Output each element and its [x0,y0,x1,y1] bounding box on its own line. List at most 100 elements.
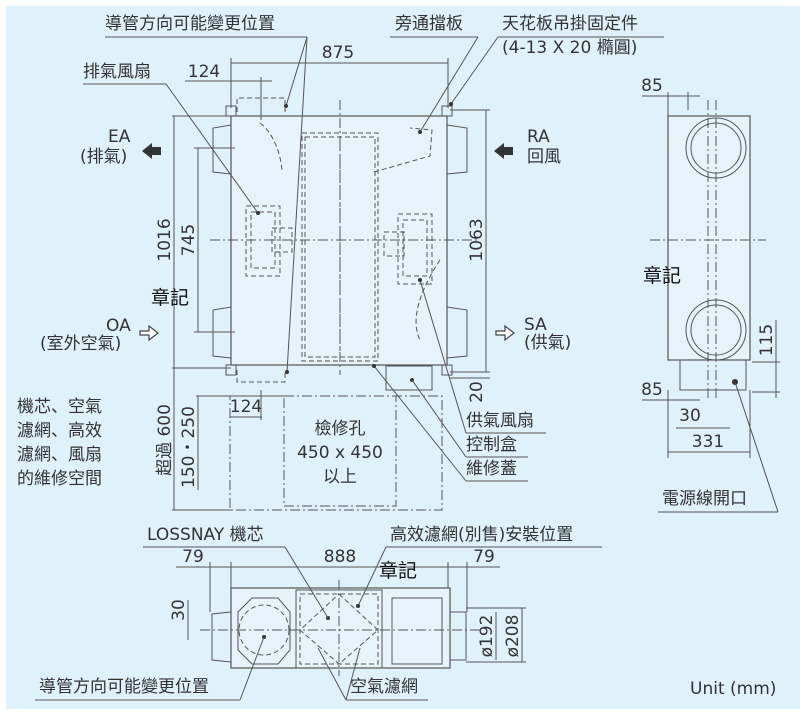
leader-control [411,379,467,458]
leader-dot [449,102,453,106]
oa-port [212,306,232,359]
core-diamond [299,593,379,665]
duct-change-bottom [236,370,286,383]
supply-fan-box [397,213,433,285]
leader-dot [256,211,260,215]
dim-124-top: 124 [188,62,220,82]
side-view-body [667,115,751,361]
leader-dot [356,604,360,608]
leader-exhaust [165,83,259,214]
label-hepa-position: 高效濾網(別售)安裝位置 [390,525,573,545]
sa-code: SA [524,315,547,335]
leader-cover [373,365,467,482]
leader-core [284,546,329,619]
leader-dot [372,364,376,368]
air-path-curve [259,122,283,171]
ra-code: RA [527,127,550,147]
oa-code: OA [106,316,131,336]
label-power-opening: 電源線開口 [662,489,747,509]
front-port-right [450,611,467,661]
inspection-hole-line1: 檢修孔 [315,419,366,439]
dim-1063: 1063 [467,218,487,261]
stamp-front-view: 章記 [379,560,417,582]
leader-supply [419,279,467,434]
air-path-curve-2 [415,259,441,341]
dim-79-right: 79 [473,547,495,567]
control-box-outline [385,365,433,391]
sa-port [446,306,468,359]
front-port-left [211,611,232,663]
label-maintenance-cover: 維修蓋 [466,459,517,479]
exhaust-fan-box [245,205,281,277]
front-view-body [230,587,451,669]
leader-filter-2 [345,647,361,701]
dim-space-over: 超過 600 [155,404,175,476]
sa-arrow-icon [495,324,515,342]
hanger-br [441,364,453,376]
dim-d208: ø208 [503,615,523,658]
dim-331: 331 [692,432,724,452]
hanger-bl [225,364,237,376]
leader-hepa [357,546,387,607]
dim-30: 30 [679,406,701,426]
oa-name: (室外空氣) [40,334,121,354]
ra-port [446,124,468,175]
dim-85-top: 85 [641,76,663,96]
label-duct-direction-front: 導管方向可能變更位置 [39,677,209,697]
exhaust-fan-inner [250,211,276,269]
leader-duct-2 [286,36,308,373]
dim-888: 888 [324,547,356,567]
dim-124-bottom: 124 [230,397,262,417]
sa-name: (供氣) [524,333,571,353]
stamp-side-view: 章記 [643,265,681,287]
fan-octagon [237,597,291,665]
leader-filter-1 [317,647,347,701]
ea-code: EA [108,127,131,147]
hanger-tr [441,105,453,117]
maintenance-space [229,395,443,511]
dim-space-range: 150・250 [179,406,199,488]
exhaust-fan-motor [271,227,293,253]
label-core: LOSSNAY 機芯 [147,525,264,545]
supply-fan-motor [383,231,405,257]
front-view: 79 888 79 30 ø192 ø208 LOSSNAY 機芯 高效濾網(別… [35,525,602,701]
leader-duct-front [239,636,265,701]
inspection-hole-line3: 以上 [323,467,357,487]
label-duct-direction-top: 導管方向可能變更位置 [105,14,275,34]
maintenance-space-line1: 機芯、空氣 [17,397,102,417]
maintenance-space-line3: 濾網、風扇 [17,445,102,465]
label-ceiling-hanger: 天花板吊掛固定件 [502,14,638,34]
label-ceiling-hanger-spec: (4-13 X 20 橢圓) [502,38,637,58]
dim-85-bottom: 85 [641,380,663,400]
supply-fan-inner [402,219,428,277]
label-supply-fan: 供氣風扇 [466,411,534,431]
leader-hanger [450,36,499,105]
inspection-hole-line2: 450 x 450 [297,443,383,463]
leader-dot [418,278,422,282]
hepa-box [391,597,443,665]
leader-dot [418,130,422,134]
dim-1016: 1016 [155,218,175,261]
dim-875: 875 [322,43,354,63]
fan-circle [238,604,290,656]
stamp-top-view: 章記 [151,287,189,309]
dim-d192: ø192 [477,615,497,658]
maintenance-space-line4: 的維修空間 [17,469,102,489]
leader-dot [285,370,289,374]
ra-arrow-icon [494,143,513,159]
unit-note: Unit (mm) [690,679,776,699]
top-view: 檢修孔 450 x 450 以上 875 124 124 1016 745 超過… [17,14,664,511]
leader-power [734,381,779,513]
dim-30-front: 30 [169,599,189,621]
dim-79-left: 79 [182,547,204,567]
leader-dot [284,104,288,108]
leader-bypass [419,36,479,133]
dim-745: 745 [179,224,199,256]
side-view: 85 85 30 331 115 電源線開口 章記 [641,76,780,513]
dim-115: 115 [757,324,777,356]
leader-duct-1 [285,36,308,107]
ea-name: (排氣) [80,147,127,167]
oa-arrow-icon [139,324,159,342]
label-exhaust-fan: 排氣風扇 [83,62,151,82]
